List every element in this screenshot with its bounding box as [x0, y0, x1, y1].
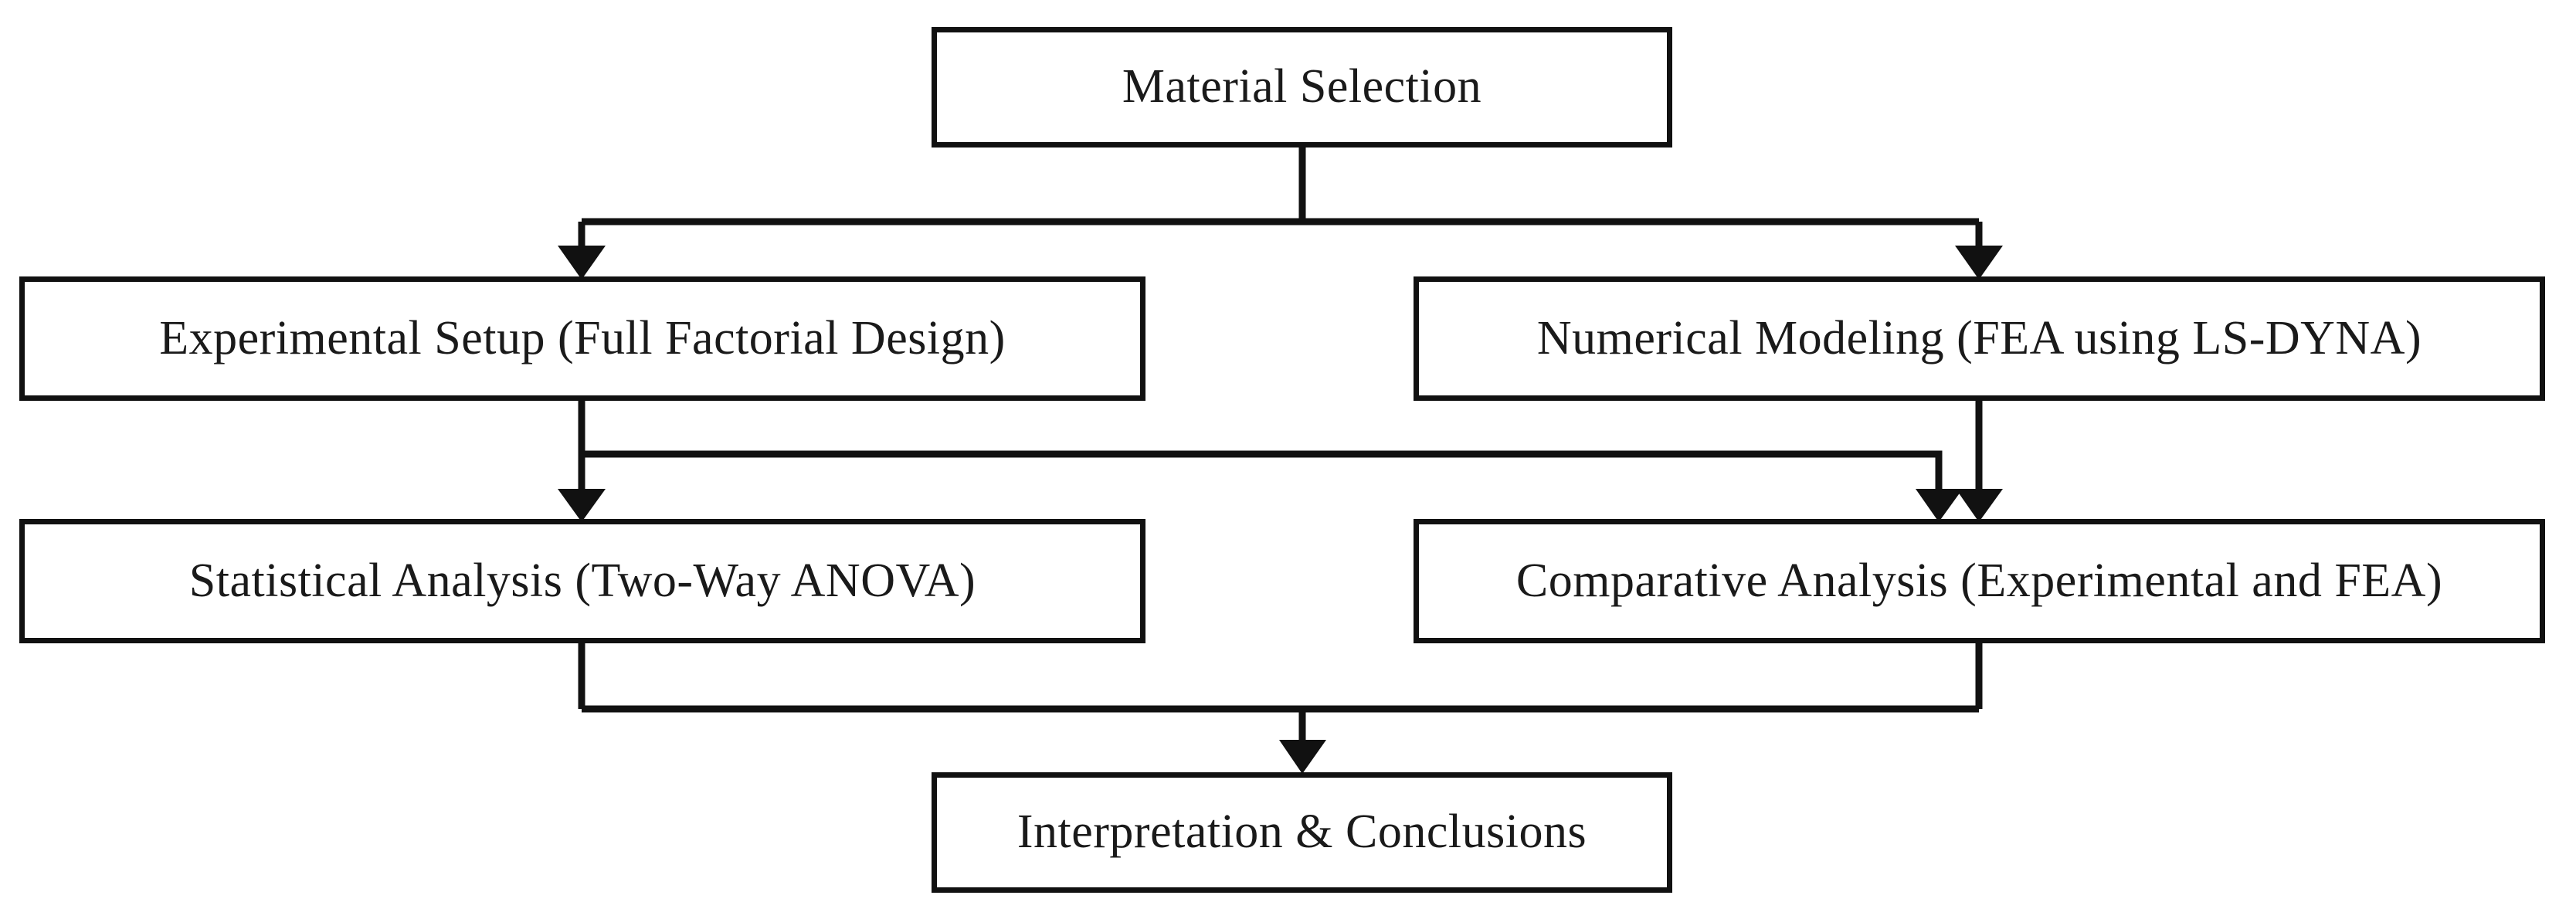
node-statistical-analysis[interactable]: Statistical Analysis (Two-Way ANOVA)	[19, 519, 1145, 643]
edge-experimental-to-comparative	[582, 450, 1943, 492]
arrowhead-down-experimental	[558, 246, 606, 280]
node-label-numerical-modeling: Numerical Modeling (FEA using LS-DYNA)	[1536, 311, 2422, 365]
arrowhead-down-comparative-right	[1956, 489, 2003, 522]
node-experimental-setup[interactable]: Experimental Setup (Full Factorial Desig…	[19, 276, 1145, 401]
node-label-material-selection: Material Selection	[1122, 60, 1482, 114]
arrowhead-down-interpretation	[1279, 740, 1326, 774]
node-label-comparative-analysis: Comparative Analysis (Experimental and F…	[1515, 554, 2443, 607]
node-numerical-modeling[interactable]: Numerical Modeling (FEA using LS-DYNA)	[1414, 276, 2545, 401]
node-label-experimental-setup: Experimental Setup (Full Factorial Desig…	[159, 311, 1006, 365]
arrowhead-down-comparative-left	[1916, 489, 1963, 522]
node-interpretation-conclusions[interactable]: Interpretation & Conclusions	[932, 772, 1672, 893]
arrowhead-down-statistical	[558, 489, 606, 522]
node-label-interpretation-conclusions: Interpretation & Conclusions	[1016, 805, 1587, 859]
node-comparative-analysis[interactable]: Comparative Analysis (Experimental and F…	[1414, 519, 2545, 643]
node-label-statistical-analysis: Statistical Analysis (Two-Way ANOVA)	[188, 554, 976, 607]
node-material-selection[interactable]: Material Selection	[932, 27, 1672, 148]
arrowhead-down-numerical	[1955, 246, 2003, 280]
